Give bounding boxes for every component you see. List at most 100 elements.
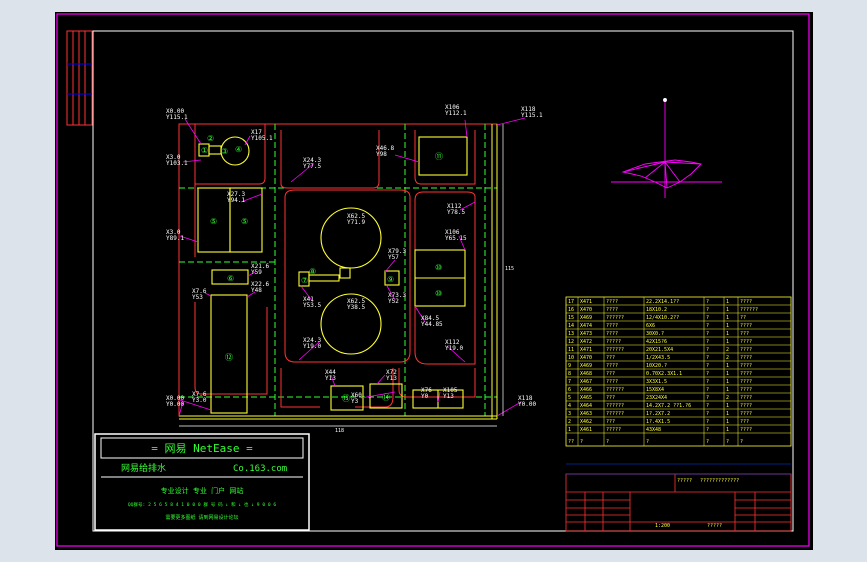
table-cell: X462: [580, 419, 592, 425]
table-header-cell: ?: [726, 439, 729, 445]
table-cell: ????: [740, 355, 752, 361]
coord-28: X7.6Y3.0: [192, 391, 207, 404]
table-cell: ????: [740, 379, 752, 385]
svg-text:X60: X60: [351, 392, 362, 399]
table-cell: ????: [606, 323, 618, 329]
table-cell: ?: [706, 419, 709, 425]
svg-text:X79.3: X79.3: [388, 248, 406, 255]
svg-text:Y78.5: Y78.5: [447, 209, 465, 216]
table-cell: 2: [726, 347, 729, 353]
table-cell: ?: [706, 331, 709, 337]
title-block: [565, 473, 792, 532]
svg-text:X106: X106: [445, 229, 460, 236]
svg-text:X17: X17: [251, 129, 262, 136]
svg-text:Y0.00: Y0.00: [166, 401, 184, 408]
svg-text:Y89.1: Y89.1: [166, 235, 184, 242]
table-cell: ?: [706, 323, 709, 329]
title-scale: 1:200: [655, 523, 670, 529]
svg-text:Y13: Y13: [443, 393, 454, 400]
table-cell: 1: [726, 315, 729, 321]
table-cell: ????: [606, 331, 618, 337]
table-cell: X461: [580, 427, 592, 433]
table-cell: ?????: [606, 339, 621, 345]
svg-text:Y53.5: Y53.5: [303, 302, 321, 309]
table-cell: X467: [580, 379, 592, 385]
binding-strip: [66, 30, 93, 126]
svg-text:X3.0: X3.0: [166, 154, 181, 161]
stamp-line1: = 网易 NetEase =: [151, 442, 253, 455]
svg-text:Y59: Y59: [251, 269, 262, 276]
table-cell: ????: [740, 299, 752, 305]
site-plan[interactable]: ① ② ③ ④ ⑤ ⑤ ⑥ ⑦ ⑧ ⑨ ⑩ ⑩ ⑪ ⑫ ⑬ ⑭: [166, 104, 543, 434]
table-cell: 23X24X4: [646, 395, 667, 401]
table-cell: 9: [568, 363, 571, 369]
svg-text:X41: X41: [303, 296, 314, 303]
table-cell: 3X3X1.5: [646, 379, 667, 385]
num-5a: ⑤: [210, 217, 217, 226]
svg-text:X72: X72: [386, 369, 397, 376]
road-curbs: [194, 124, 476, 408]
svg-text:X3.0: X3.0: [166, 229, 181, 236]
svg-text:Y19.0: Y19.0: [303, 343, 321, 350]
table-header-cell: ?: [740, 439, 743, 445]
table-cell: ?: [706, 395, 709, 401]
table-cell: ???: [606, 355, 615, 361]
table-cell: ????: [606, 363, 618, 369]
table-cell: 8: [568, 371, 571, 377]
svg-text:X27.3: X27.3: [227, 191, 245, 198]
table-cell: ????: [740, 371, 752, 377]
table-cell: 16: [568, 307, 574, 313]
table-cell: X471: [580, 347, 592, 353]
title-b: ?????????????: [700, 478, 739, 484]
table-cell: ???: [740, 419, 749, 425]
table-header-cell: ?: [606, 439, 609, 445]
table-cell: 42X15?6: [646, 339, 667, 345]
num-4: ④: [235, 145, 242, 154]
svg-text:X118: X118: [518, 395, 533, 402]
table-cell: X474: [580, 323, 592, 329]
cad-viewport[interactable]: ① ② ③ ④ ⑤ ⑤ ⑥ ⑦ ⑧ ⑨ ⑩ ⑩ ⑪ ⑫ ⑬ ⑭: [55, 12, 813, 550]
svg-text:X73.3: X73.3: [388, 292, 406, 299]
table-header-cell: ?: [706, 439, 709, 445]
table-cell: ??????: [606, 347, 624, 353]
leader-lines: [178, 117, 526, 417]
north-arrow-icon: [611, 98, 722, 198]
num-2: ②: [207, 134, 214, 143]
table-cell: 1: [726, 419, 729, 425]
table-cell: 12/4X10.2??: [646, 315, 679, 321]
table-cell: 1: [726, 403, 729, 409]
building-numbers: ① ② ③ ④ ⑤ ⑤ ⑥ ⑦ ⑧ ⑨ ⑩ ⑩ ⑪ ⑫ ⑬ ⑭: [201, 134, 443, 403]
table-cell: X468: [580, 371, 592, 377]
svg-text:Y19.0: Y19.0: [445, 345, 463, 352]
table-cell: 17: [568, 299, 574, 305]
table-cell: ?: [706, 347, 709, 353]
num-9: ⑨: [387, 275, 394, 284]
svg-text:X112: X112: [447, 203, 462, 210]
num-12: ⑫: [225, 353, 233, 362]
svg-text:X118: X118: [521, 106, 536, 113]
table-cell: ?: [706, 427, 709, 433]
table-cell: ????: [606, 307, 618, 313]
svg-text:X106: X106: [445, 104, 460, 111]
svg-text:Y3.0: Y3.0: [192, 397, 207, 404]
